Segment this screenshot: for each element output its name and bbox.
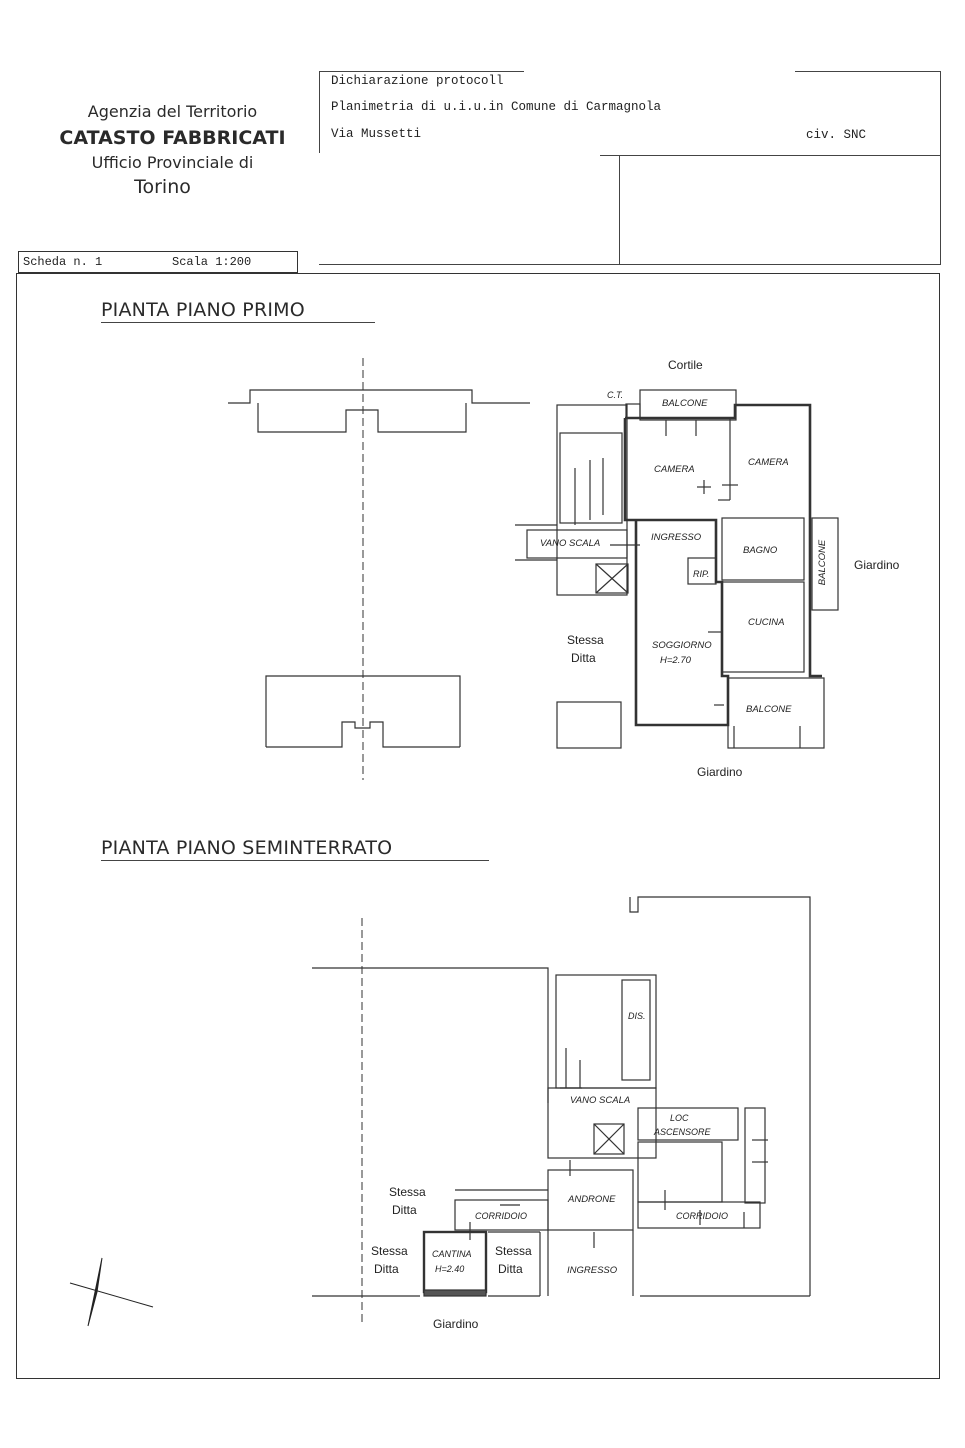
stessa-ditta-1-ditta: Ditta [392, 1203, 417, 1217]
camera-left-label: CAMERA [654, 464, 695, 475]
giardino-right-label: Giardino [854, 558, 900, 572]
drawing-frame [16, 273, 940, 1379]
androne-label: ANDRONE [568, 1194, 616, 1205]
cantina-height: H=2.40 [435, 1264, 465, 1274]
soggiorno-height: H=2.70 [660, 655, 691, 666]
header-frame-divider [619, 155, 620, 265]
declaration-text: Dichiarazione protocoll [331, 74, 504, 88]
camera-right-label: CAMERA [748, 457, 789, 468]
bagno-label: BAGNO [743, 545, 778, 556]
stessa-ditta-3-ditta: Ditta [498, 1262, 523, 1276]
ditta-label: Ditta [571, 651, 596, 665]
corridoio-left-label: CORRIDOIO [475, 1211, 528, 1221]
soggiorno-label: SOGGIORNO [652, 640, 712, 651]
header-frame-left [319, 71, 320, 153]
header-frame-mid [600, 155, 940, 156]
agency-name: Agenzia del Territorio [87, 102, 258, 121]
loc-label: LOC [670, 1113, 689, 1123]
stessa-ditta-1-stessa: Stessa [389, 1185, 426, 1199]
first-floor-title: PIANTA PIANO PRIMO [101, 299, 305, 321]
first-floor-title-underline [101, 322, 375, 323]
planimetry-text: Planimetria di u.i.u.in Comune di Carmag… [331, 100, 662, 114]
ascensore-label: ASCENSORE [654, 1127, 711, 1137]
basement-title: PIANTA PIANO SEMINTERRATO [101, 837, 393, 859]
stessa-label: Stessa [567, 633, 604, 647]
sheet-box [18, 251, 298, 273]
header-frame-top-right [795, 71, 940, 72]
office-line: Ufficio Provinciale di [91, 153, 254, 172]
giardino-bottom-label: Giardino [697, 765, 743, 779]
dis-label: DIS. [628, 1011, 646, 1021]
corridoio-right-label: CORRIDOIO [676, 1211, 729, 1221]
ct-label: C.T. [607, 390, 624, 400]
header-frame-bottom [319, 264, 940, 265]
north-arrow-icon [69, 1257, 154, 1327]
header-frame-right [940, 71, 941, 265]
stessa-ditta-3-stessa: Stessa [495, 1244, 532, 1258]
basement-giardino-label: Giardino [433, 1317, 479, 1331]
catasto-title: CATASTO FABBRICATI [59, 127, 286, 149]
street-text: Via Mussetti [331, 127, 422, 141]
balcone-bottom-label: BALCONE [746, 704, 792, 715]
office-city: Torino [134, 176, 191, 198]
cantina-label: CANTINA [432, 1249, 472, 1259]
basement-vano-scala-label: VANO SCALA [570, 1095, 631, 1106]
vano-scala-label: VANO SCALA [540, 538, 601, 549]
basement-title-underline [101, 860, 489, 861]
sheet-scale: Scala 1:200 [172, 255, 252, 269]
rip-label: RIP. [693, 569, 710, 579]
stessa-ditta-2-ditta: Ditta [374, 1262, 399, 1276]
header-frame-top [319, 71, 524, 72]
cucina-label: CUCINA [748, 617, 785, 628]
civic-text: civ. SNC [806, 128, 867, 142]
sheet-number: Scheda n. 1 [23, 255, 103, 269]
ingresso-label: INGRESSO [651, 532, 702, 543]
balcone-top-label: BALCONE [662, 398, 708, 409]
cortile-label: Cortile [668, 358, 703, 372]
basement-ingresso-label: INGRESSO [567, 1265, 618, 1276]
stessa-ditta-2-stessa: Stessa [371, 1244, 408, 1258]
